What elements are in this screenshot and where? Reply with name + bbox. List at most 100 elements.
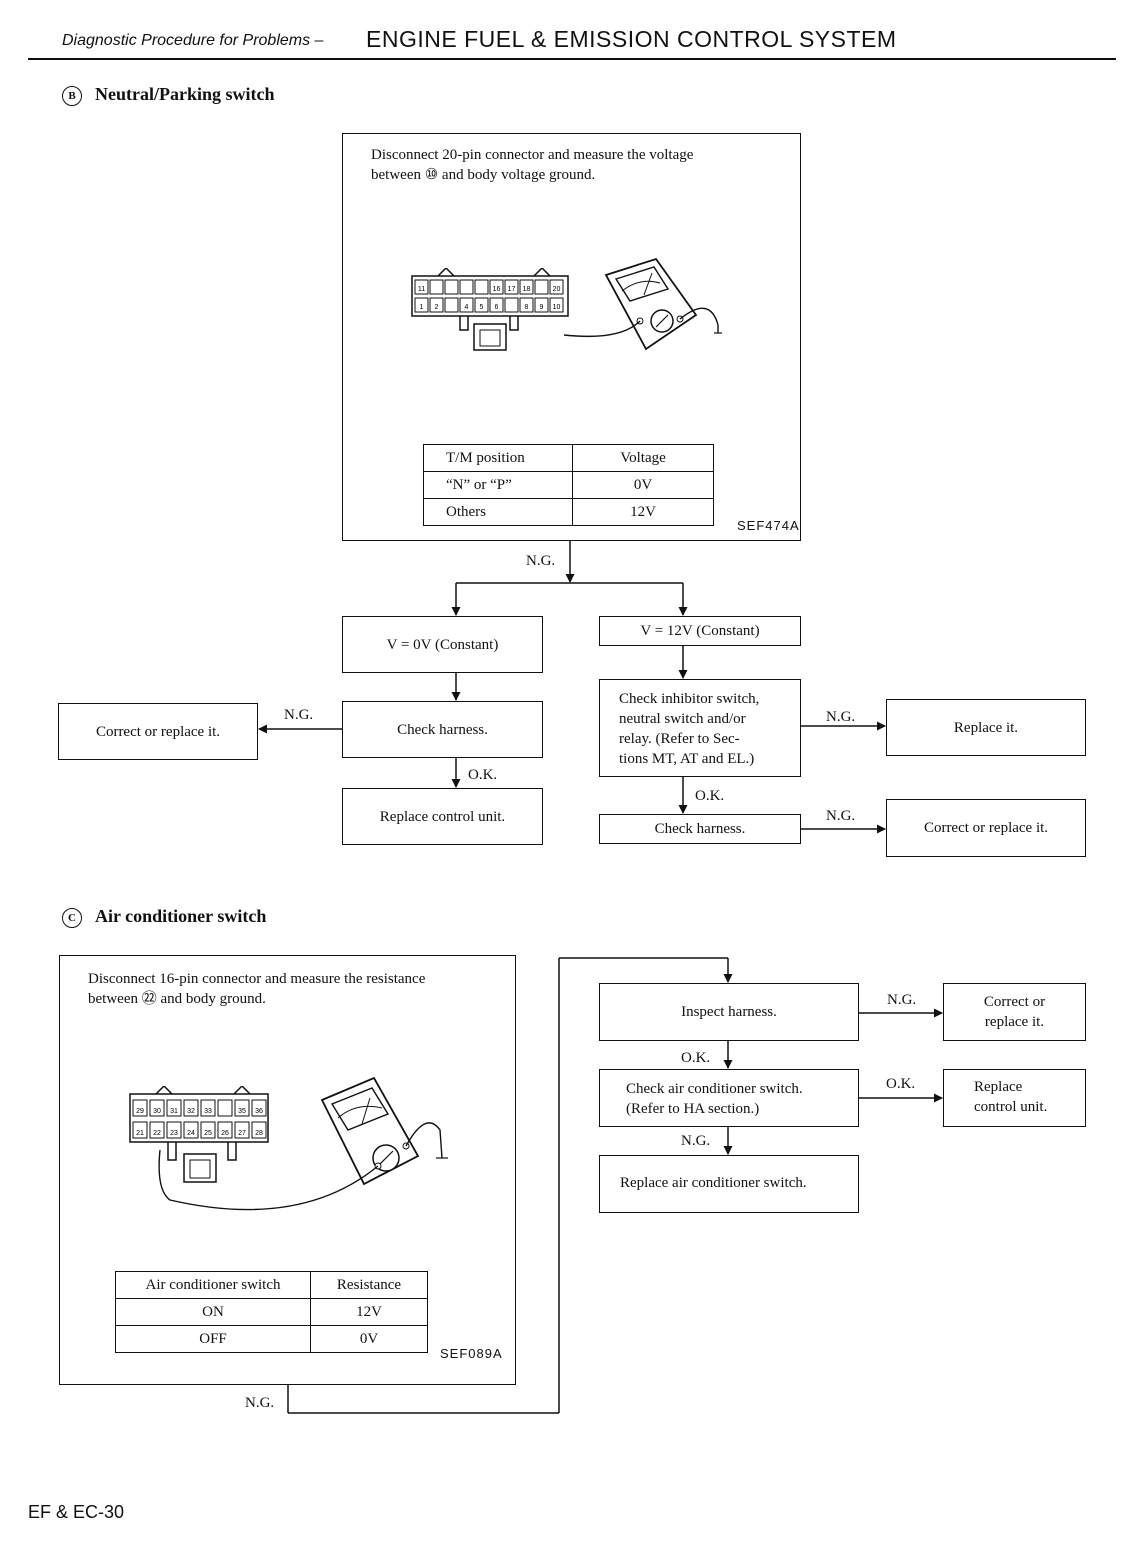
header-title: ENGINE FUEL & EMISSION CONTROL SYSTEM xyxy=(366,26,897,52)
table-cell: 0V xyxy=(572,471,714,499)
connector-pin xyxy=(444,297,459,313)
connector-pin xyxy=(459,297,474,313)
connector-pin xyxy=(549,297,564,313)
header-subtitle: Diagnostic Procedure for Problems – xyxy=(62,32,324,49)
section-b-voltage-table: T/M position Voltage “N” or “P” 0V Other… xyxy=(423,444,714,526)
ng-label: N.G. xyxy=(526,553,556,569)
ng-label-right: N.G. xyxy=(826,709,856,725)
connector-pin-label: 35 xyxy=(238,1108,246,1115)
section-c-resistance-table: Air conditioner switch Resistance ON 12V… xyxy=(115,1271,428,1353)
correct-or-replace-box: Correct or replace it. xyxy=(943,983,1086,1041)
connector-pin-label: 4 xyxy=(465,304,469,311)
replace-ac-switch-box xyxy=(599,1155,859,1213)
connector-pin xyxy=(234,1099,250,1117)
connector-pin xyxy=(489,279,504,295)
connector-pin-label: 26 xyxy=(221,1130,229,1137)
ok-label-c2: O.K. xyxy=(886,1076,916,1092)
connector-pin xyxy=(459,279,474,295)
connector-pin xyxy=(183,1099,199,1117)
connector-pin-label: 23 xyxy=(170,1130,178,1137)
section-c-instruction: Disconnect 16-pin connector and measure … xyxy=(88,971,426,1007)
connector-pin xyxy=(474,297,489,313)
replace-control-unit-text: Replace control unit. xyxy=(379,808,506,825)
table-cell: Others xyxy=(423,498,573,526)
connector-pin-label: 20 xyxy=(553,286,561,293)
connector-pin xyxy=(429,297,444,313)
ok-label-c: O.K. xyxy=(681,1050,711,1066)
check-harness-text-2: Check harness. xyxy=(654,821,746,837)
v0-constant-text: V = 0V (Constant) xyxy=(386,636,499,653)
ok-label: O.K. xyxy=(695,788,725,804)
connector-pin-label: 24 xyxy=(187,1130,195,1137)
connector-pin xyxy=(166,1121,182,1139)
connector-pin xyxy=(414,297,429,313)
connector-pin xyxy=(217,1121,233,1139)
connector-pin xyxy=(251,1121,267,1139)
ng-label-right-2: N.G. xyxy=(826,808,856,824)
correct-or-replace-text: Correct or replace it. xyxy=(983,994,1046,1030)
replace-ac-switch-text: Replace air conditioner switch. xyxy=(620,1175,807,1191)
replace-control-unit-text-2: Replace control unit. xyxy=(974,1079,1048,1115)
connector-pin xyxy=(444,279,459,295)
connector-pin xyxy=(519,279,534,295)
v12-constant-text: V = 12V (Constant) xyxy=(640,623,760,639)
connector-pin-label: 8 xyxy=(525,304,529,311)
section-b-heading: Neutral/Parking switch xyxy=(95,84,275,104)
replace-it-box: Replace it. xyxy=(886,699,1086,756)
section-b-instruction: Disconnect 20-pin connector and measure … xyxy=(371,147,694,183)
ok-label: O.K. xyxy=(468,767,498,783)
multimeter-illustration xyxy=(560,255,730,355)
ng-label-c1: N.G. xyxy=(887,992,917,1008)
connector-pin xyxy=(149,1099,165,1117)
figure-code: SEF474A xyxy=(737,518,800,533)
multimeter-svg-2 xyxy=(158,1076,448,1211)
check-inhibitor-box xyxy=(599,679,801,777)
connector-pin xyxy=(534,297,549,313)
connector-pin-label: 36 xyxy=(255,1108,263,1115)
inspect-harness-box: Inspect harness. xyxy=(599,983,859,1041)
connector-pin xyxy=(132,1099,148,1117)
check-ac-switch-box xyxy=(599,1069,859,1127)
connector-pin xyxy=(504,279,519,295)
correct-replace-text: Correct or replace it. xyxy=(95,723,221,740)
connector-pin-label: 10 xyxy=(553,304,561,311)
check-harness-text: Check harness. xyxy=(397,721,488,738)
connector-pin-label: 29 xyxy=(136,1108,144,1115)
connector-pin-label: 16 xyxy=(493,286,501,293)
connector-pin-label: 28 xyxy=(255,1130,263,1137)
multimeter-illustration-2 xyxy=(150,1070,460,1230)
section-b-marker: B xyxy=(62,86,82,106)
connector-pin xyxy=(251,1099,267,1117)
connector-pin-label: 33 xyxy=(204,1108,212,1115)
connector-pin xyxy=(149,1121,165,1139)
connector-pin xyxy=(519,297,534,313)
check-harness-box: Check harness. xyxy=(342,701,543,758)
connector-pin xyxy=(414,279,429,295)
table-cell: 12V xyxy=(572,498,714,526)
connector-pin-label: 5 xyxy=(480,304,484,311)
table-cell: 0V xyxy=(310,1325,428,1353)
connector-pin-label: 1 xyxy=(420,304,424,311)
connector-pin xyxy=(166,1099,182,1117)
connector-pin xyxy=(200,1099,216,1117)
replace-control-unit-box-2 xyxy=(943,1069,1086,1127)
connector-pin-label: 22 xyxy=(153,1130,161,1137)
ng-label-c2: N.G. xyxy=(681,1133,711,1149)
multimeter-svg xyxy=(563,257,722,351)
section-c-heading: Air conditioner switch xyxy=(95,906,267,926)
connector-pin-label: 25 xyxy=(204,1130,212,1137)
ng-label-bottom: N.G. xyxy=(245,1395,275,1411)
connector-pin xyxy=(534,279,549,295)
table-cell: 12V xyxy=(310,1298,428,1326)
connector-pin xyxy=(183,1121,199,1139)
v0-constant-box: V = 0V (Constant) xyxy=(342,616,543,673)
table-cell: OFF xyxy=(115,1325,311,1353)
section-b-marker-letter: B xyxy=(68,90,76,102)
connector-pin-label: 30 xyxy=(153,1108,161,1115)
connector-pin xyxy=(217,1099,233,1117)
connector-pin-label: 9 xyxy=(540,304,544,311)
connector-pin xyxy=(200,1121,216,1139)
